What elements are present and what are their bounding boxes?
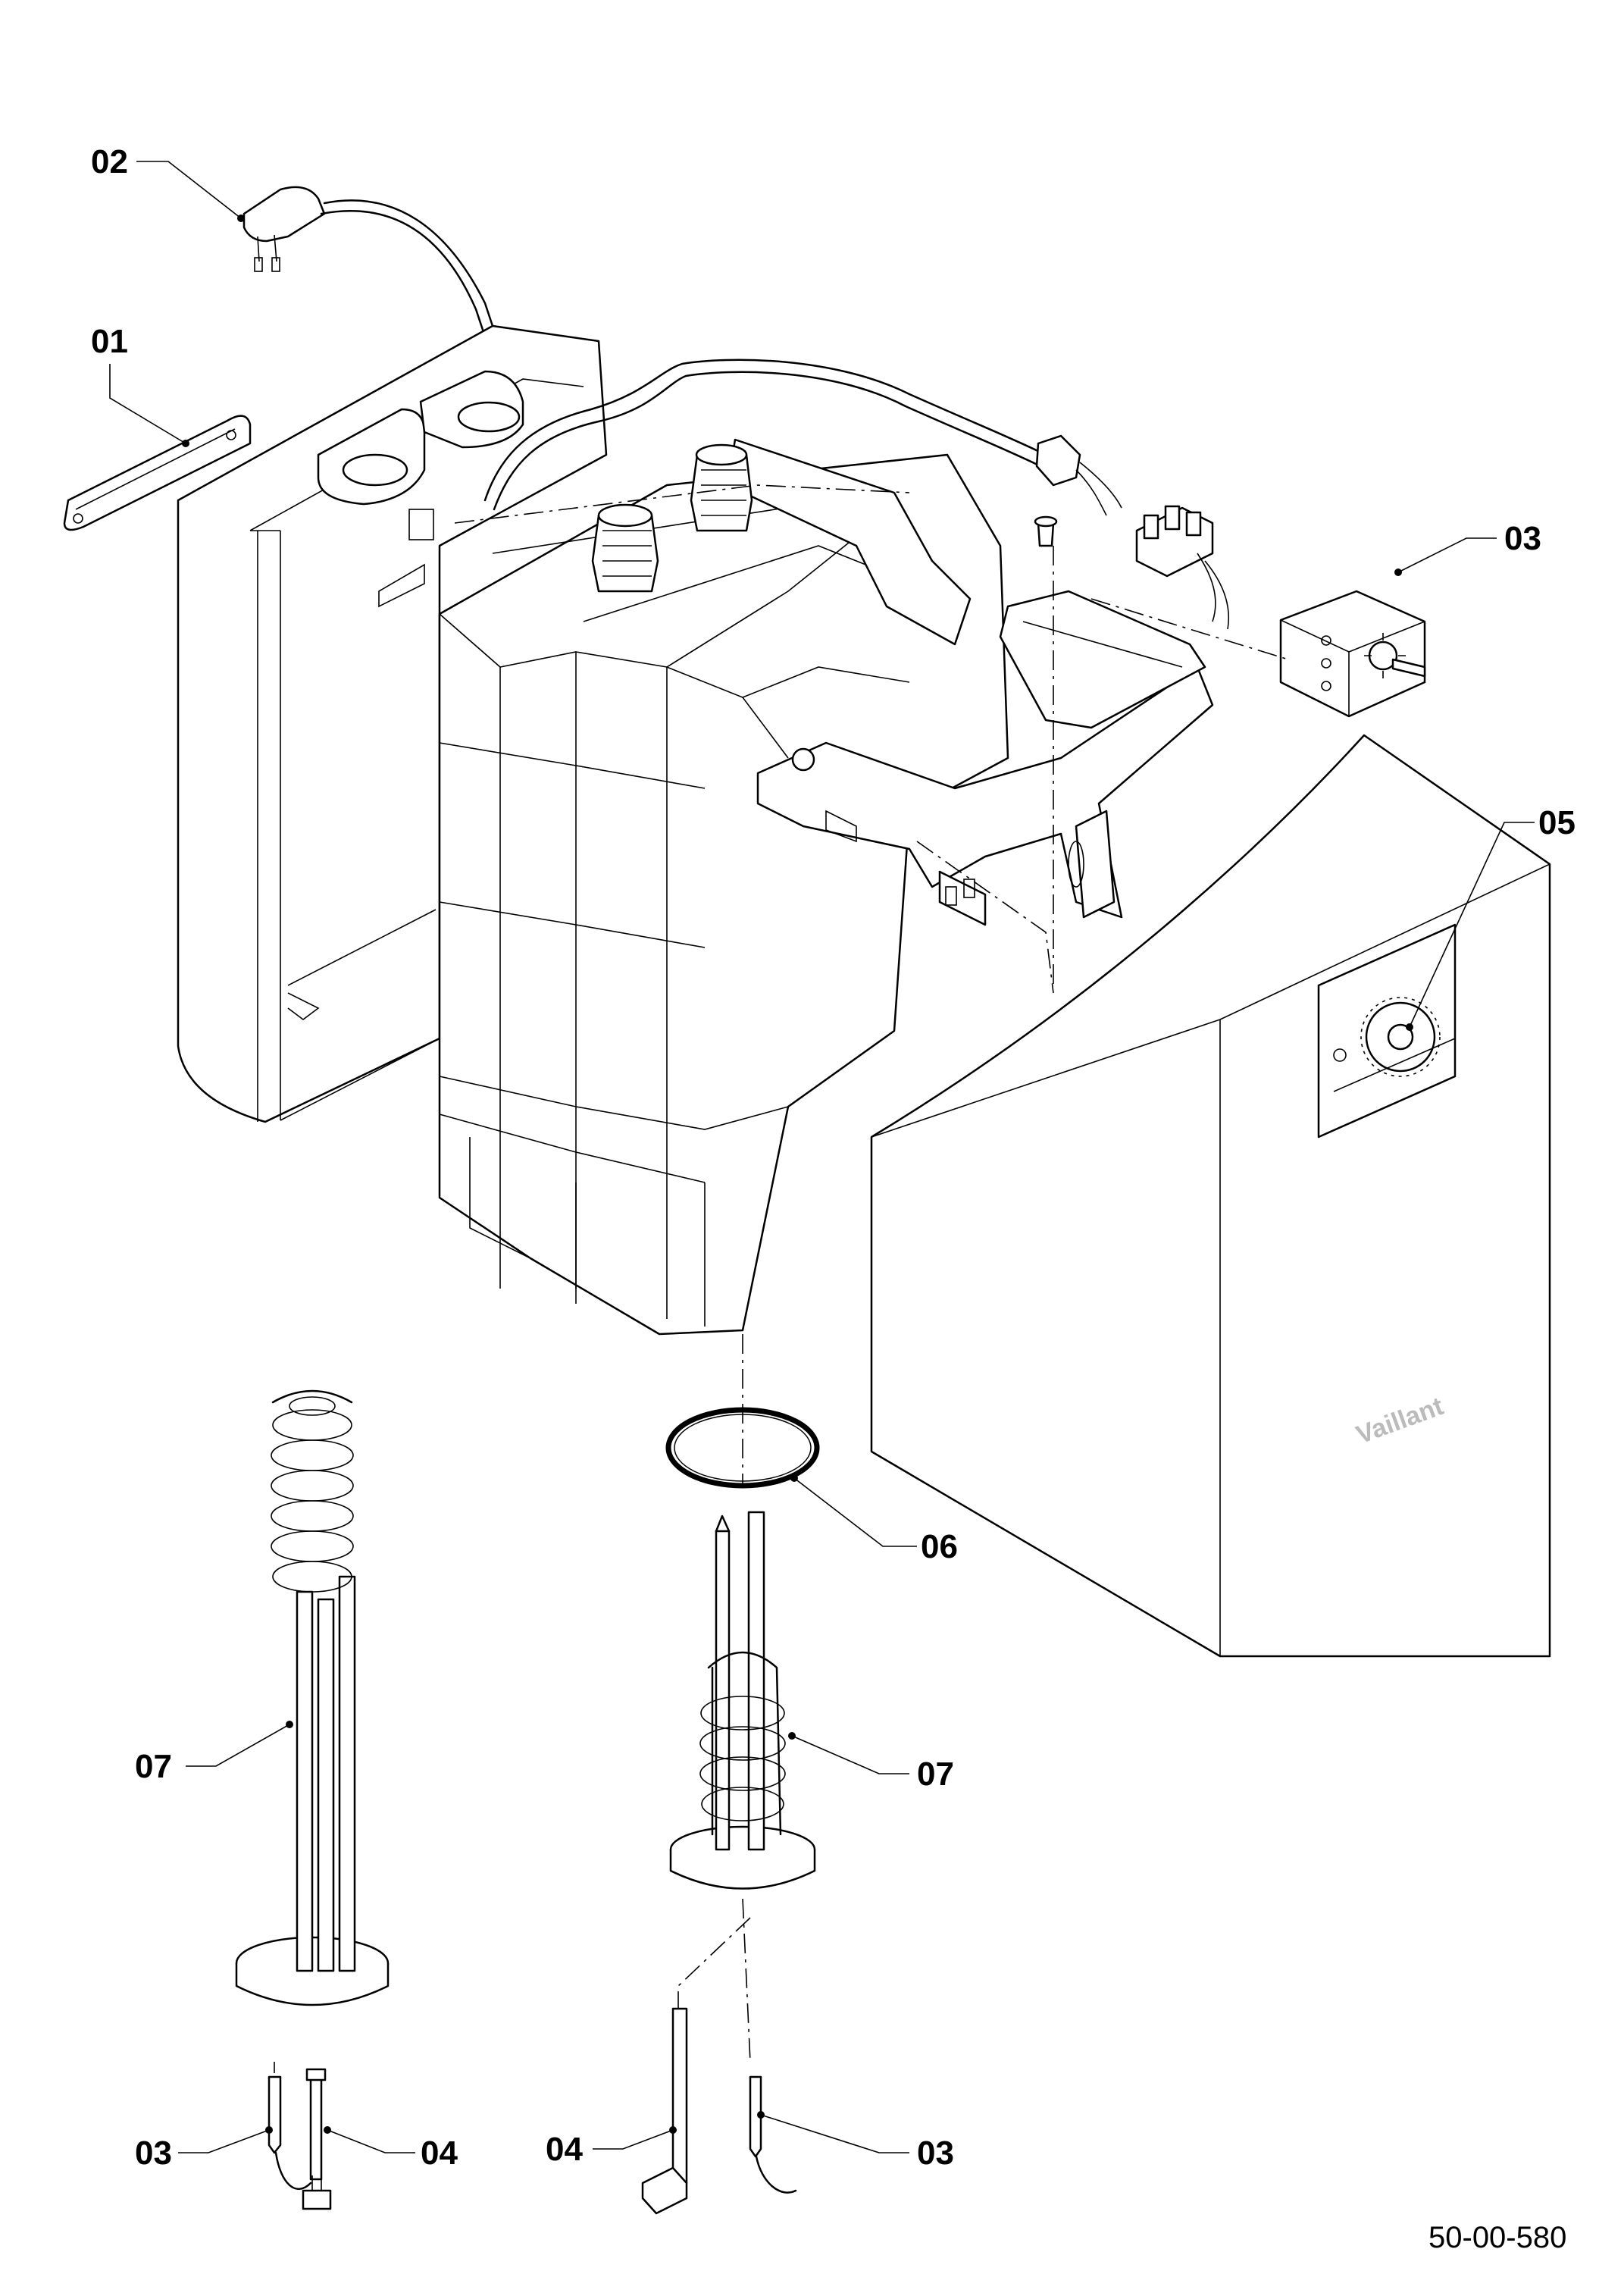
callout-04-right: 04 bbox=[546, 2131, 583, 2168]
callout-03-right: 03 bbox=[917, 2135, 954, 2172]
callout-06: 06 bbox=[921, 1528, 958, 1565]
callout-04-left: 04 bbox=[421, 2135, 458, 2172]
callout-05: 05 bbox=[1538, 804, 1575, 841]
chassis-frame bbox=[756, 590, 1214, 926]
assembly-axes bbox=[454, 484, 1289, 2063]
callout-02: 02 bbox=[91, 143, 128, 180]
callout-01: 01 bbox=[91, 323, 128, 360]
terminal-block bbox=[1034, 505, 1230, 630]
callout-03-left: 03 bbox=[135, 2135, 172, 2172]
internal-cable bbox=[483, 359, 1122, 516]
water-connectors bbox=[591, 443, 753, 593]
document-number: 50-00-580 bbox=[1428, 2221, 1566, 2254]
part-02-power-plug bbox=[243, 186, 511, 364]
leader-lines bbox=[109, 161, 1535, 2153]
part-01-mounting-bracket bbox=[63, 415, 252, 531]
lower-sensors bbox=[268, 2007, 797, 2215]
callout-03-thermostat: 03 bbox=[1504, 520, 1541, 557]
rear-wall-shell bbox=[177, 324, 608, 1123]
part-07-heating-element-long bbox=[235, 1389, 390, 2006]
part-05-front-cover bbox=[870, 734, 1551, 1658]
part-07-heating-element-short bbox=[669, 1511, 816, 1890]
tank-insulation-body bbox=[438, 438, 1009, 1336]
callout-07-left: 07 bbox=[135, 1748, 172, 1785]
part-03-thermostat bbox=[1279, 590, 1426, 718]
callout-07-right: 07 bbox=[917, 1756, 954, 1793]
